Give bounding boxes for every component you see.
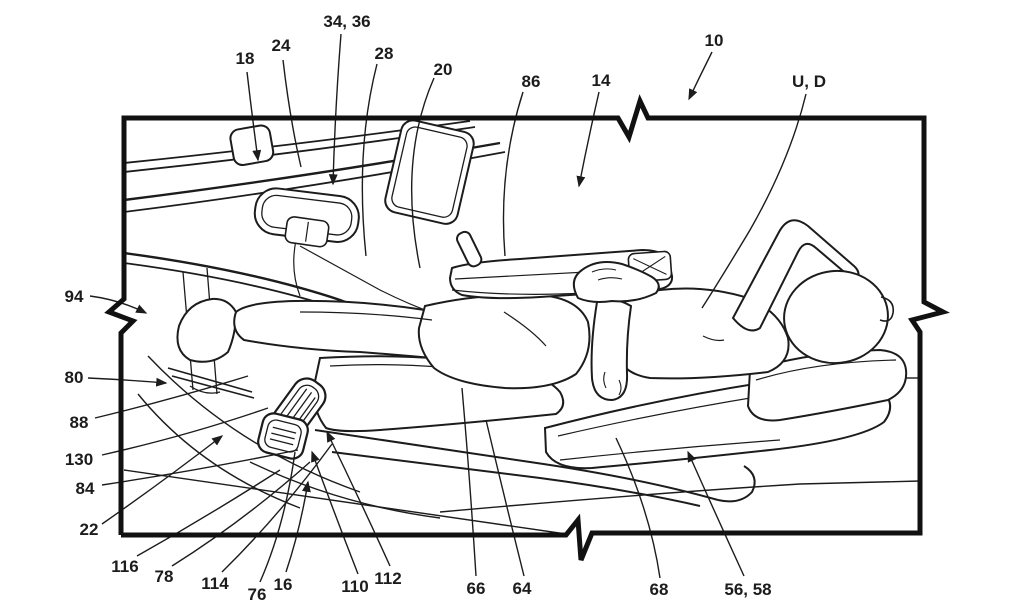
ref-label-20: 20 [434,60,453,79]
ref-label-u-d: U, D [792,72,826,91]
leader-10 [688,51,713,101]
ref-label-10: 10 [705,31,724,50]
ref-label-114: 114 [201,574,229,593]
ref-label-86: 86 [522,72,541,91]
leader-110 [311,450,359,575]
occupant-head [783,269,895,365]
occupant-body [176,287,790,390]
control-pod [253,187,360,248]
leader-84 [101,449,299,486]
leader-78 [171,461,311,567]
ref-label-112: 112 [374,569,401,588]
occupant-foot [176,297,238,363]
leader-28 [361,63,378,257]
occupant-thigh [417,293,591,390]
ref-label-116: 116 [111,557,138,576]
occupant-left-arm [572,261,660,402]
reference-labels: 34, 36 18 24 28 20 86 14 10 U, D 94 80 8… [65,12,826,604]
ref-label-130: 130 [65,450,93,469]
ref-label-34-36: 34, 36 [323,12,370,31]
seat-base-cushion [314,429,756,507]
ref-label-88: 88 [70,413,89,432]
leader-68 [615,437,661,579]
occupant-shin [233,299,441,360]
display-screen [384,119,475,225]
ref-label-76: 76 [248,585,267,604]
ref-label-68: 68 [650,580,669,599]
pedal-lower [257,412,309,460]
leader-20 [410,77,435,269]
leader-22 [101,435,224,525]
leader-lines [87,33,807,583]
ref-label-78: 78 [155,567,174,586]
floor-lines [123,355,921,535]
ref-label-66: 66 [467,579,486,598]
leader-88 [94,375,249,419]
console-lever [456,230,483,268]
ref-label-110: 110 [341,577,368,596]
ref-label-84: 84 [76,479,95,498]
leader-76 [259,451,296,583]
ref-label-14: 14 [592,71,611,90]
occupant-ear [879,296,895,322]
upper-trim-tab [229,124,275,167]
leader-130 [101,407,269,456]
leader-56-58 [687,450,745,577]
ref-label-80: 80 [65,368,84,387]
ref-label-24: 24 [272,36,291,55]
ref-label-22: 22 [80,520,99,539]
leader-116 [136,469,281,557]
leader-66 [461,387,477,577]
leader-80 [87,377,168,387]
ref-label-16: 16 [274,575,293,594]
leader-14 [576,91,600,188]
ref-label-56-58: 56, 58 [724,580,771,599]
leader-16 [285,480,311,573]
ref-label-94: 94 [65,287,84,306]
leader-64 [485,419,525,577]
ref-label-28: 28 [375,44,394,63]
occupant-forearm [590,298,633,402]
figure-border [104,94,950,561]
leader-u-d [701,93,807,309]
ref-label-18: 18 [236,49,255,68]
ref-label-64: 64 [513,579,532,598]
leader-86 [502,91,524,257]
leader-34-36 [328,33,342,186]
occupant-hand [572,261,660,303]
leader-112 [326,430,391,567]
